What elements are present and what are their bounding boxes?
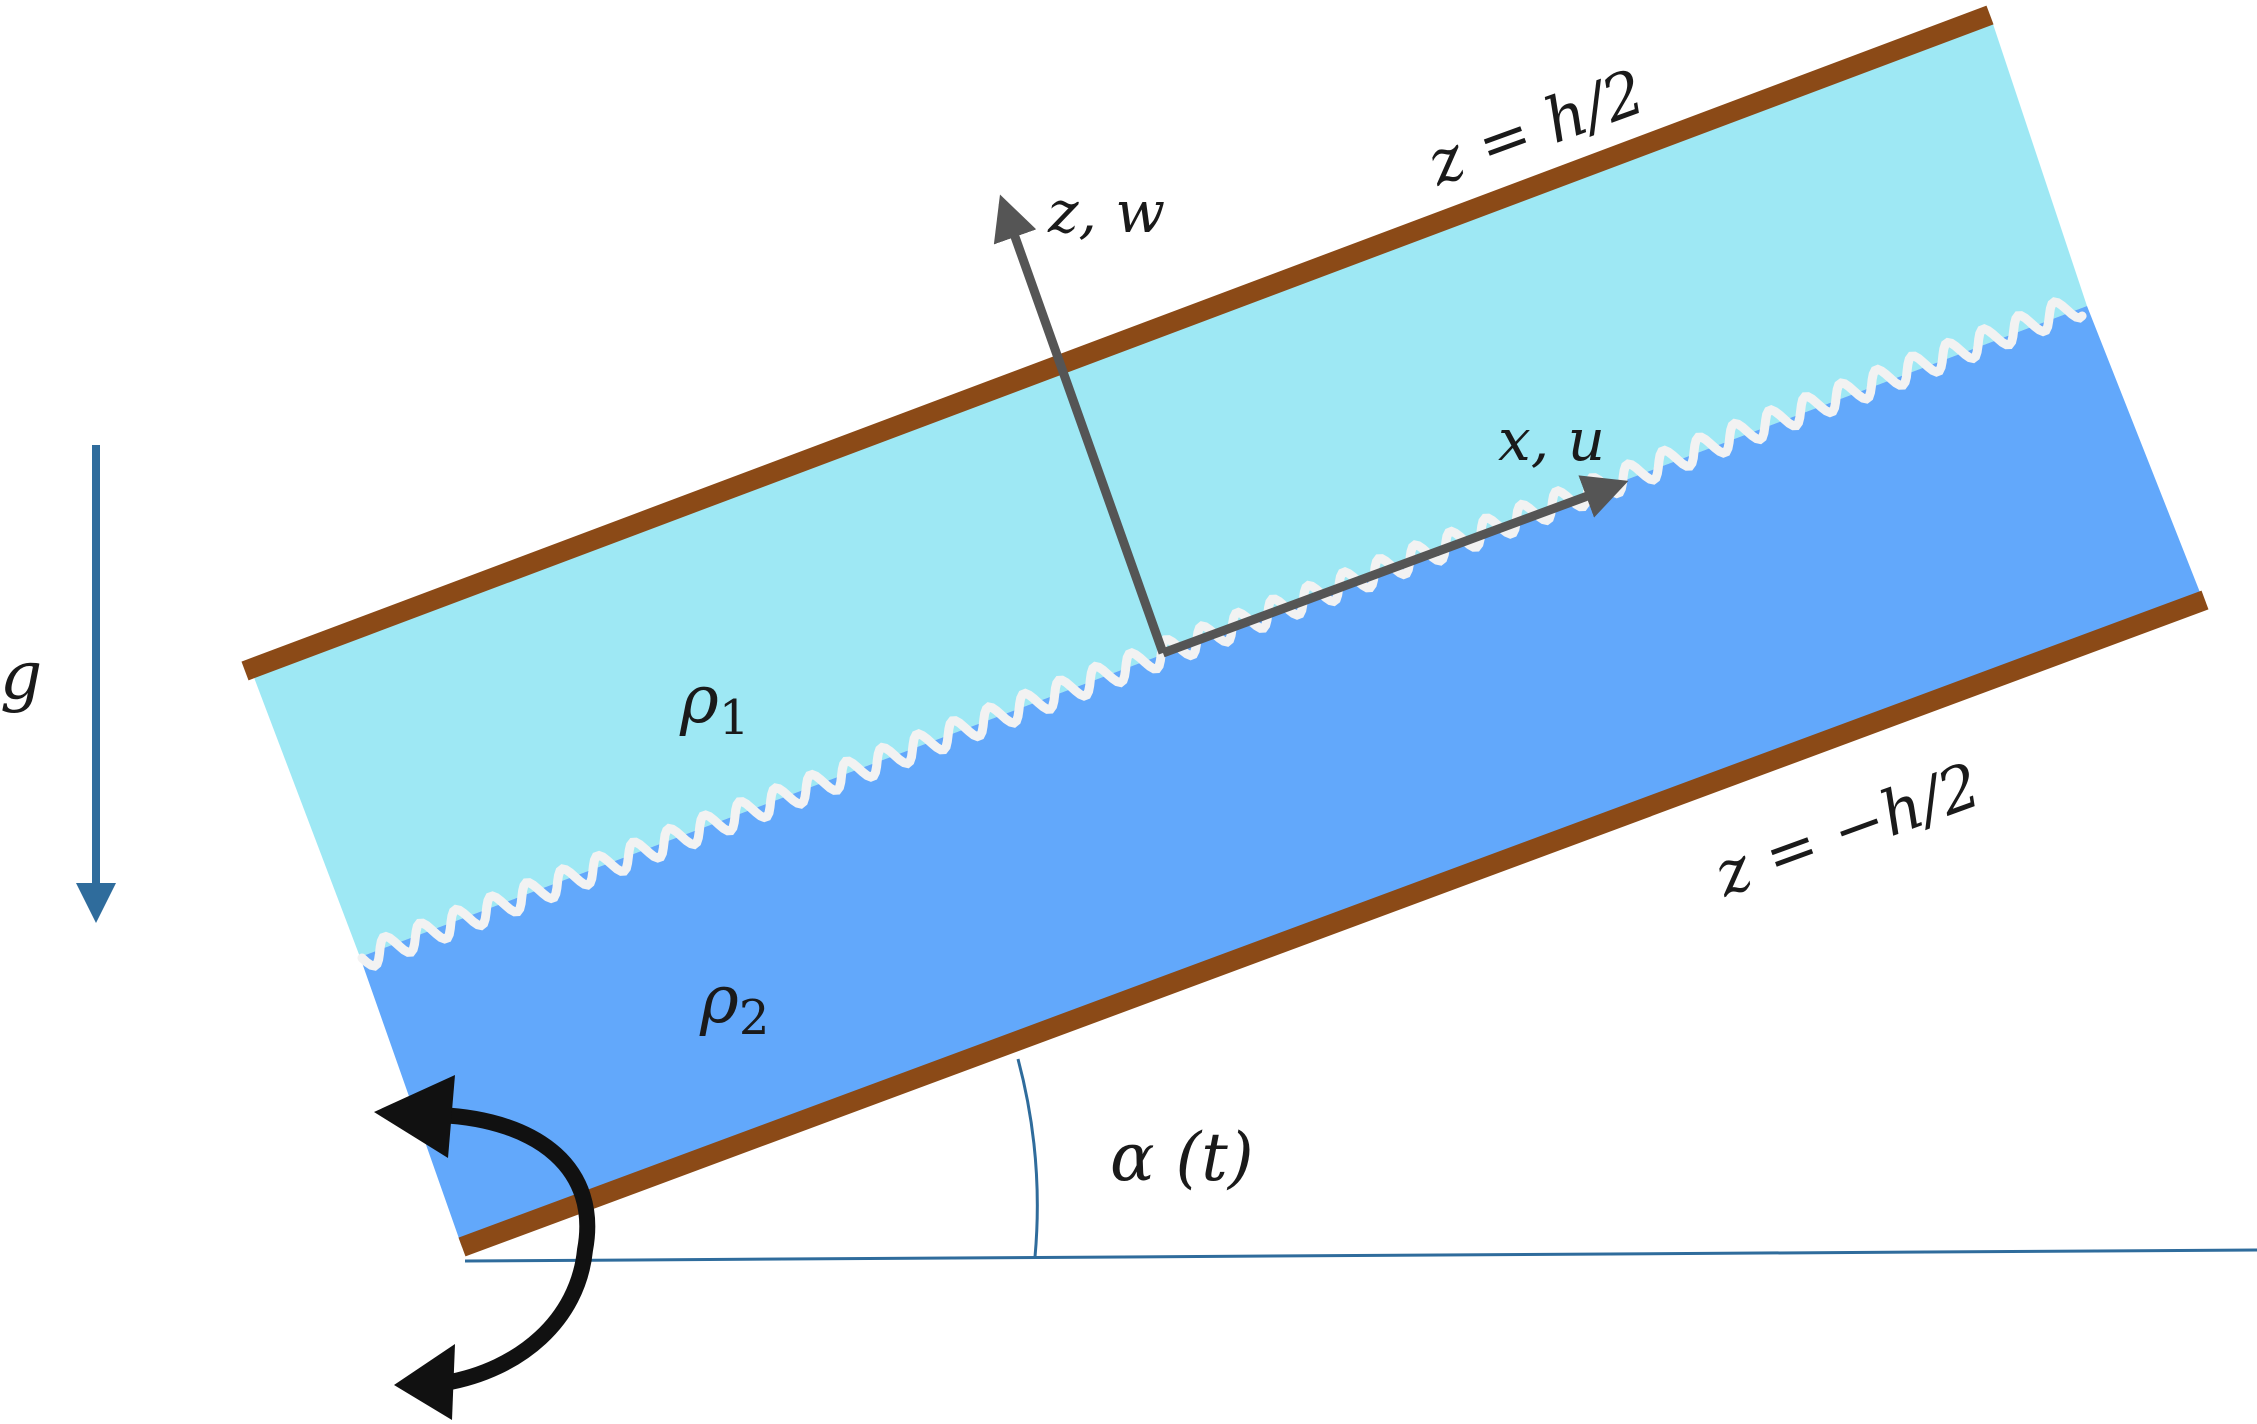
z-axis-label: z, w bbox=[1047, 178, 1165, 246]
x-axis-arrow bbox=[1161, 475, 1629, 658]
z-axis-arrow bbox=[993, 194, 1168, 655]
angle-label: α (t) bbox=[1110, 1119, 1254, 1196]
top-wall bbox=[241, 5, 1994, 681]
upper-fluid-layer bbox=[250, 15, 2087, 957]
bottom-wall bbox=[458, 590, 2209, 1257]
gravity-label: g bbox=[0, 637, 42, 714]
wavy-interface bbox=[357, 297, 2087, 971]
lower-fluid-layer bbox=[360, 306, 2203, 1247]
angle-arc bbox=[1016, 1058, 1039, 1258]
x-axis-label: x, u bbox=[1498, 406, 1605, 474]
upper-density-label: ρ1 bbox=[679, 661, 749, 746]
curved-double-arrow-icon bbox=[374, 1075, 596, 1420]
horizontal-reference-line bbox=[464, 1248, 2257, 1263]
lower-density-label: ρ2 bbox=[699, 961, 769, 1046]
